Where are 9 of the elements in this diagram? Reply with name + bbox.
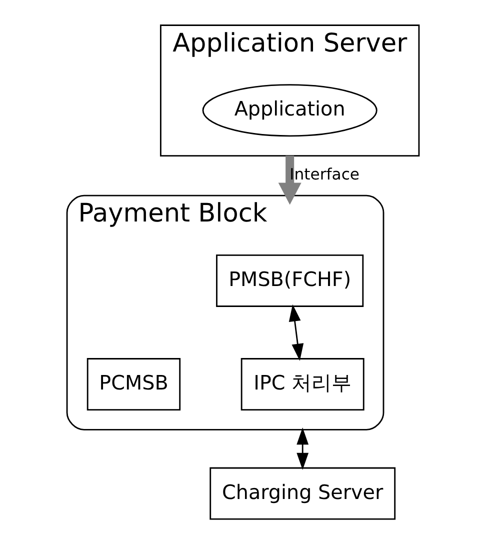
arrow: [288, 304, 304, 361]
node-box: PMSB(FCHF): [216, 254, 364, 307]
node-box: PCMSB: [86, 358, 180, 411]
edge-label: Interface: [289, 166, 360, 184]
node-box: Charging Server: [209, 467, 396, 520]
node-box: IPC 처리부: [240, 358, 364, 411]
node-ellipse: Application: [202, 84, 377, 137]
arrow: [296, 428, 308, 470]
arrow: [278, 156, 301, 205]
